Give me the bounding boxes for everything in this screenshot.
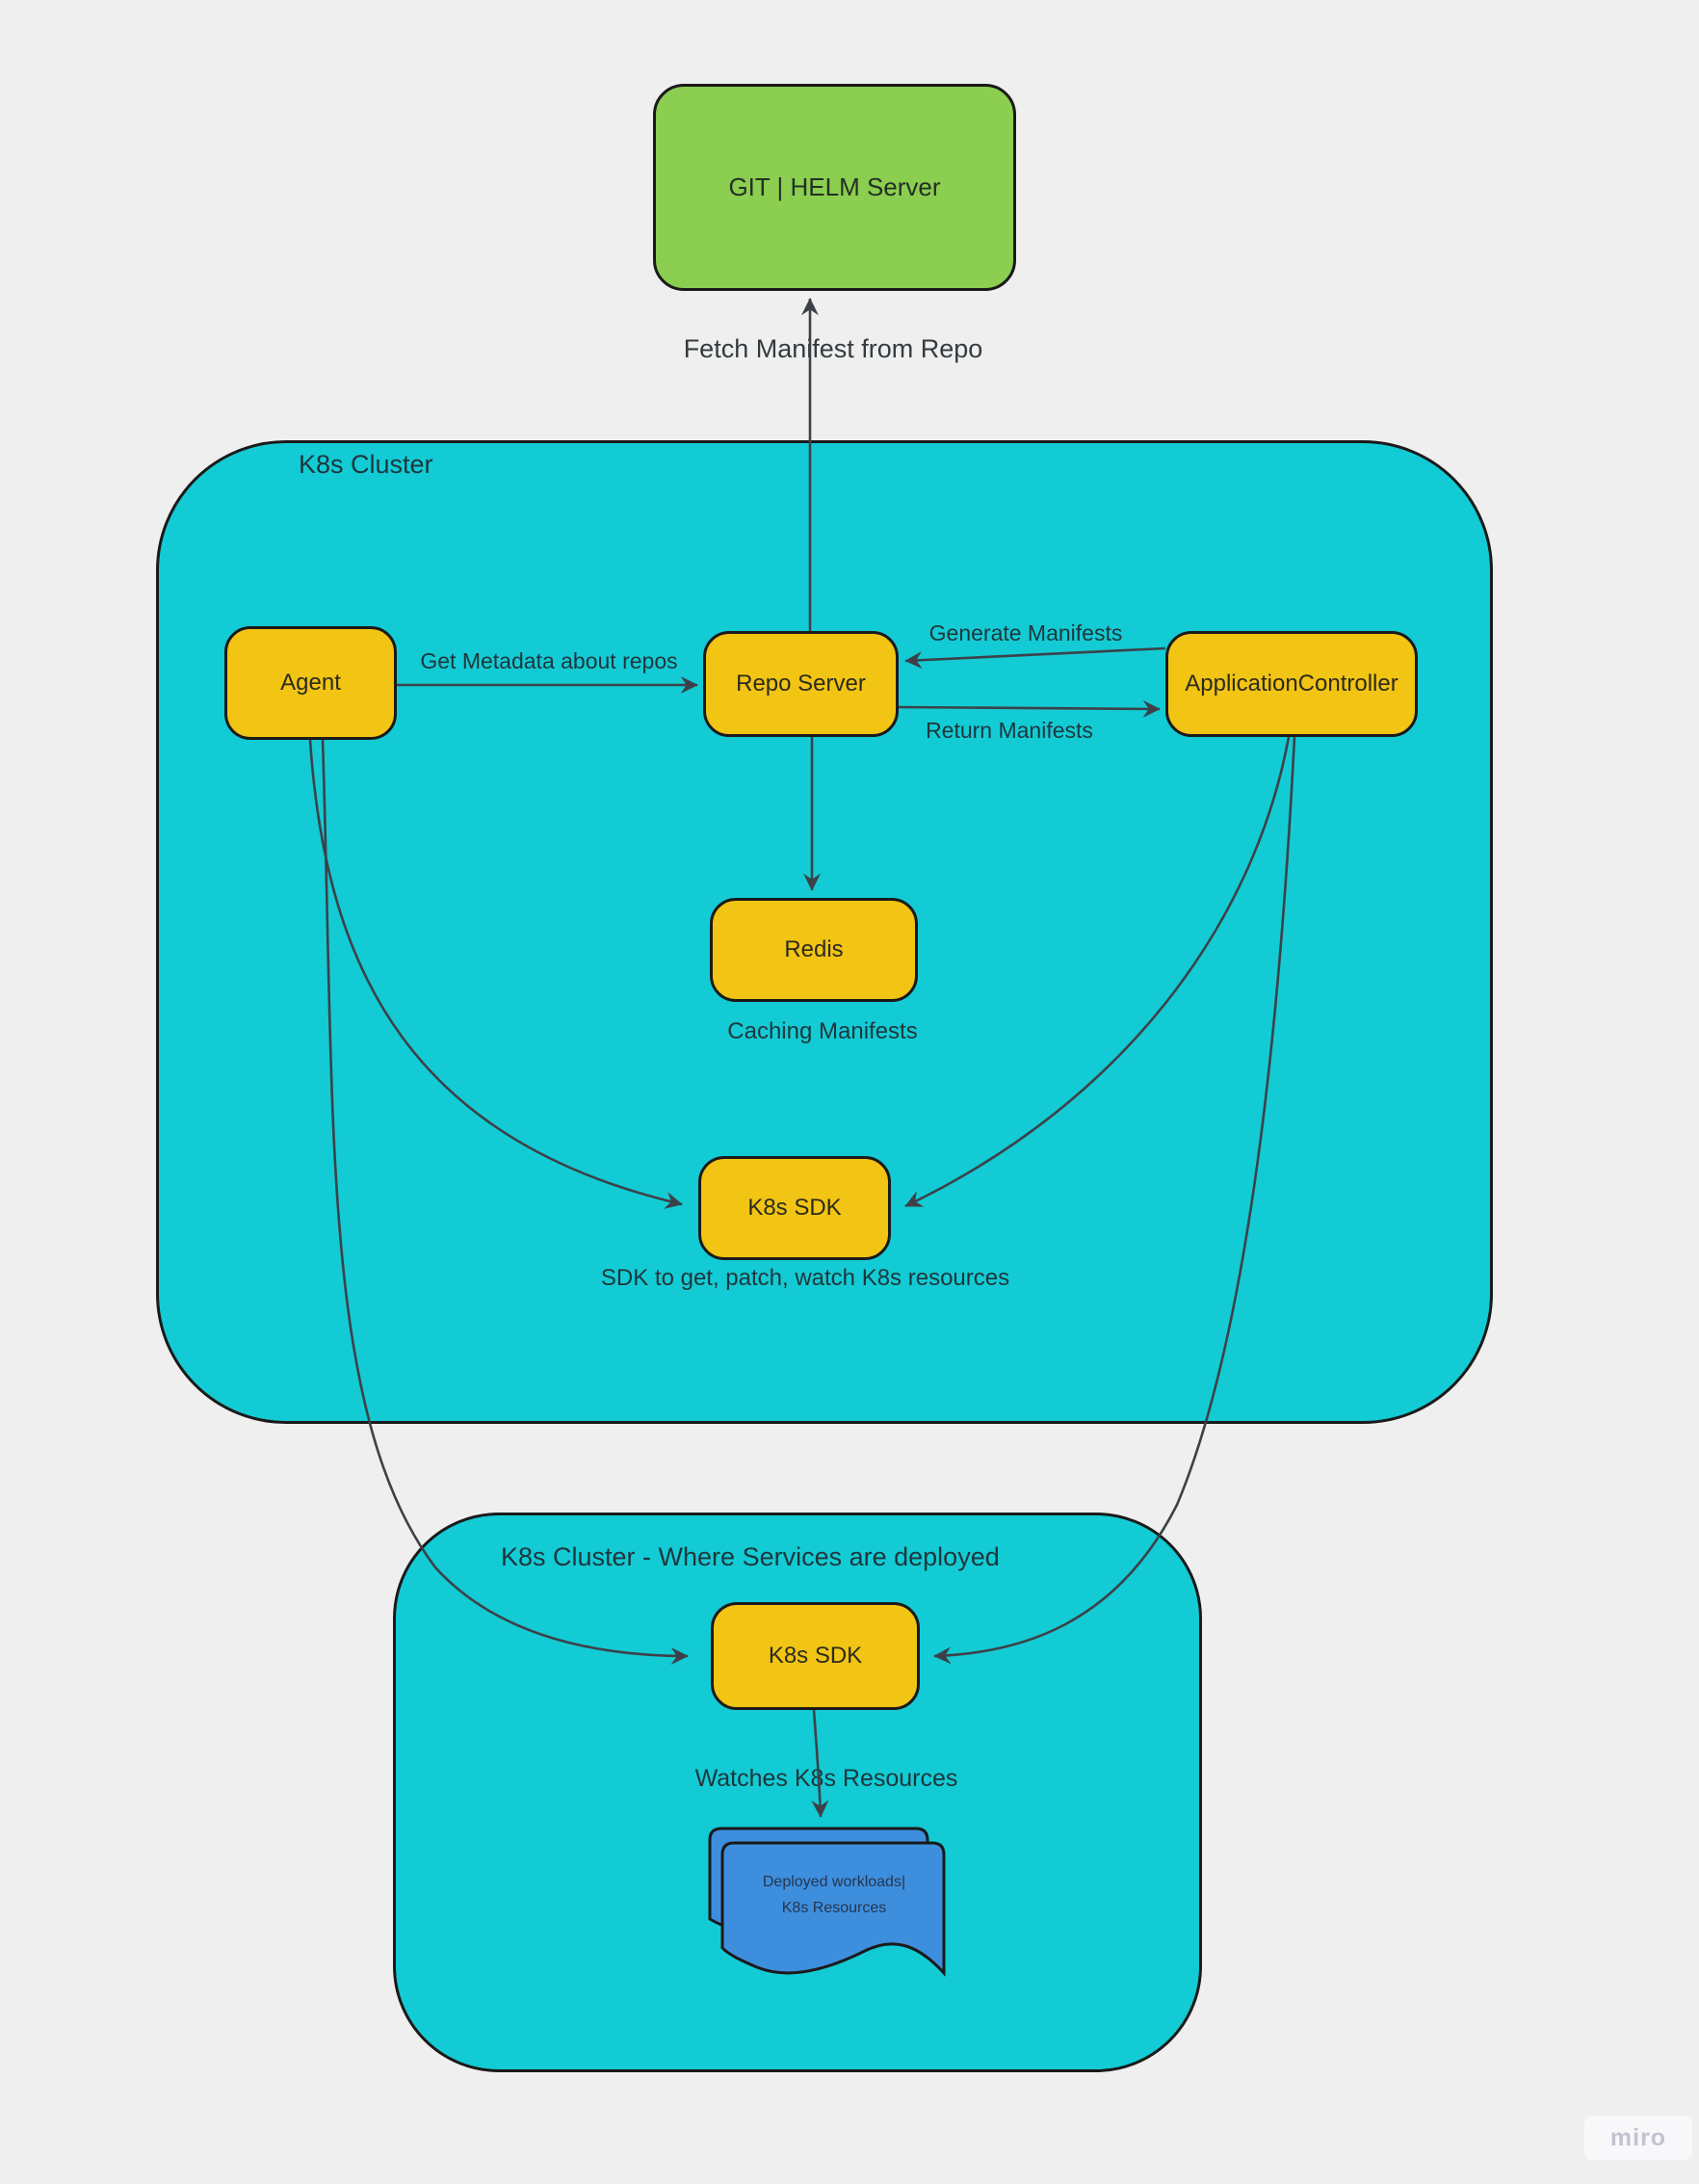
- node-git-helm-server[interactable]: GIT | HELM Server: [653, 84, 1016, 291]
- node-agent[interactable]: Agent: [224, 626, 397, 740]
- miro-watermark-label: miro: [1609, 2123, 1667, 2151]
- cluster-k8s-main-label: K8s Cluster: [299, 450, 433, 479]
- node-k8s-sdk-lower-label: K8s SDK: [768, 1643, 863, 1669]
- node-repo-server-label: Repo Server: [736, 671, 866, 697]
- node-git-helm-server-label: GIT | HELM Server: [728, 172, 941, 201]
- miro-watermark[interactable]: miro: [1584, 2116, 1692, 2160]
- edge-label-get-metadata: Get Metadata about repos: [420, 648, 678, 673]
- node-application-controller-label: ApplicationController: [1185, 671, 1398, 697]
- edge-label-watches-resources: Watches K8s Resources: [694, 1765, 958, 1792]
- node-k8s-sdk-upper-label: K8s SDK: [747, 1195, 842, 1221]
- deployed-workloads-line2: K8s Resources: [781, 1900, 887, 1917]
- node-agent-label: Agent: [280, 670, 341, 696]
- node-redis-label: Redis: [784, 936, 844, 962]
- node-repo-server[interactable]: Repo Server: [703, 631, 899, 737]
- edge-label-sdk-purpose: SDK to get, patch, watch K8s resources: [600, 1265, 1010, 1291]
- edge-label-fetch-manifest: Fetch Manifest from Repo: [683, 334, 983, 363]
- node-k8s-sdk-lower[interactable]: K8s SDK: [711, 1602, 920, 1710]
- edge-label-generate-manifests: Generate Manifests: [928, 620, 1123, 645]
- node-redis[interactable]: Redis: [710, 898, 918, 1002]
- edge-label-caching-manifests: Caching Manifests: [727, 1018, 918, 1044]
- edge-label-return-manifests: Return Manifests: [926, 718, 1093, 743]
- node-k8s-sdk-upper[interactable]: K8s SDK: [698, 1156, 891, 1260]
- node-deployed-workloads-label: Deployed workloads| K8s Resources: [728, 1869, 940, 1921]
- deployed-workloads-line1: Deployed workloads|: [762, 1874, 906, 1890]
- node-application-controller[interactable]: ApplicationController: [1165, 631, 1418, 737]
- cluster-k8s-services-label: K8s Cluster - Where Services are deploye…: [501, 1542, 1000, 1571]
